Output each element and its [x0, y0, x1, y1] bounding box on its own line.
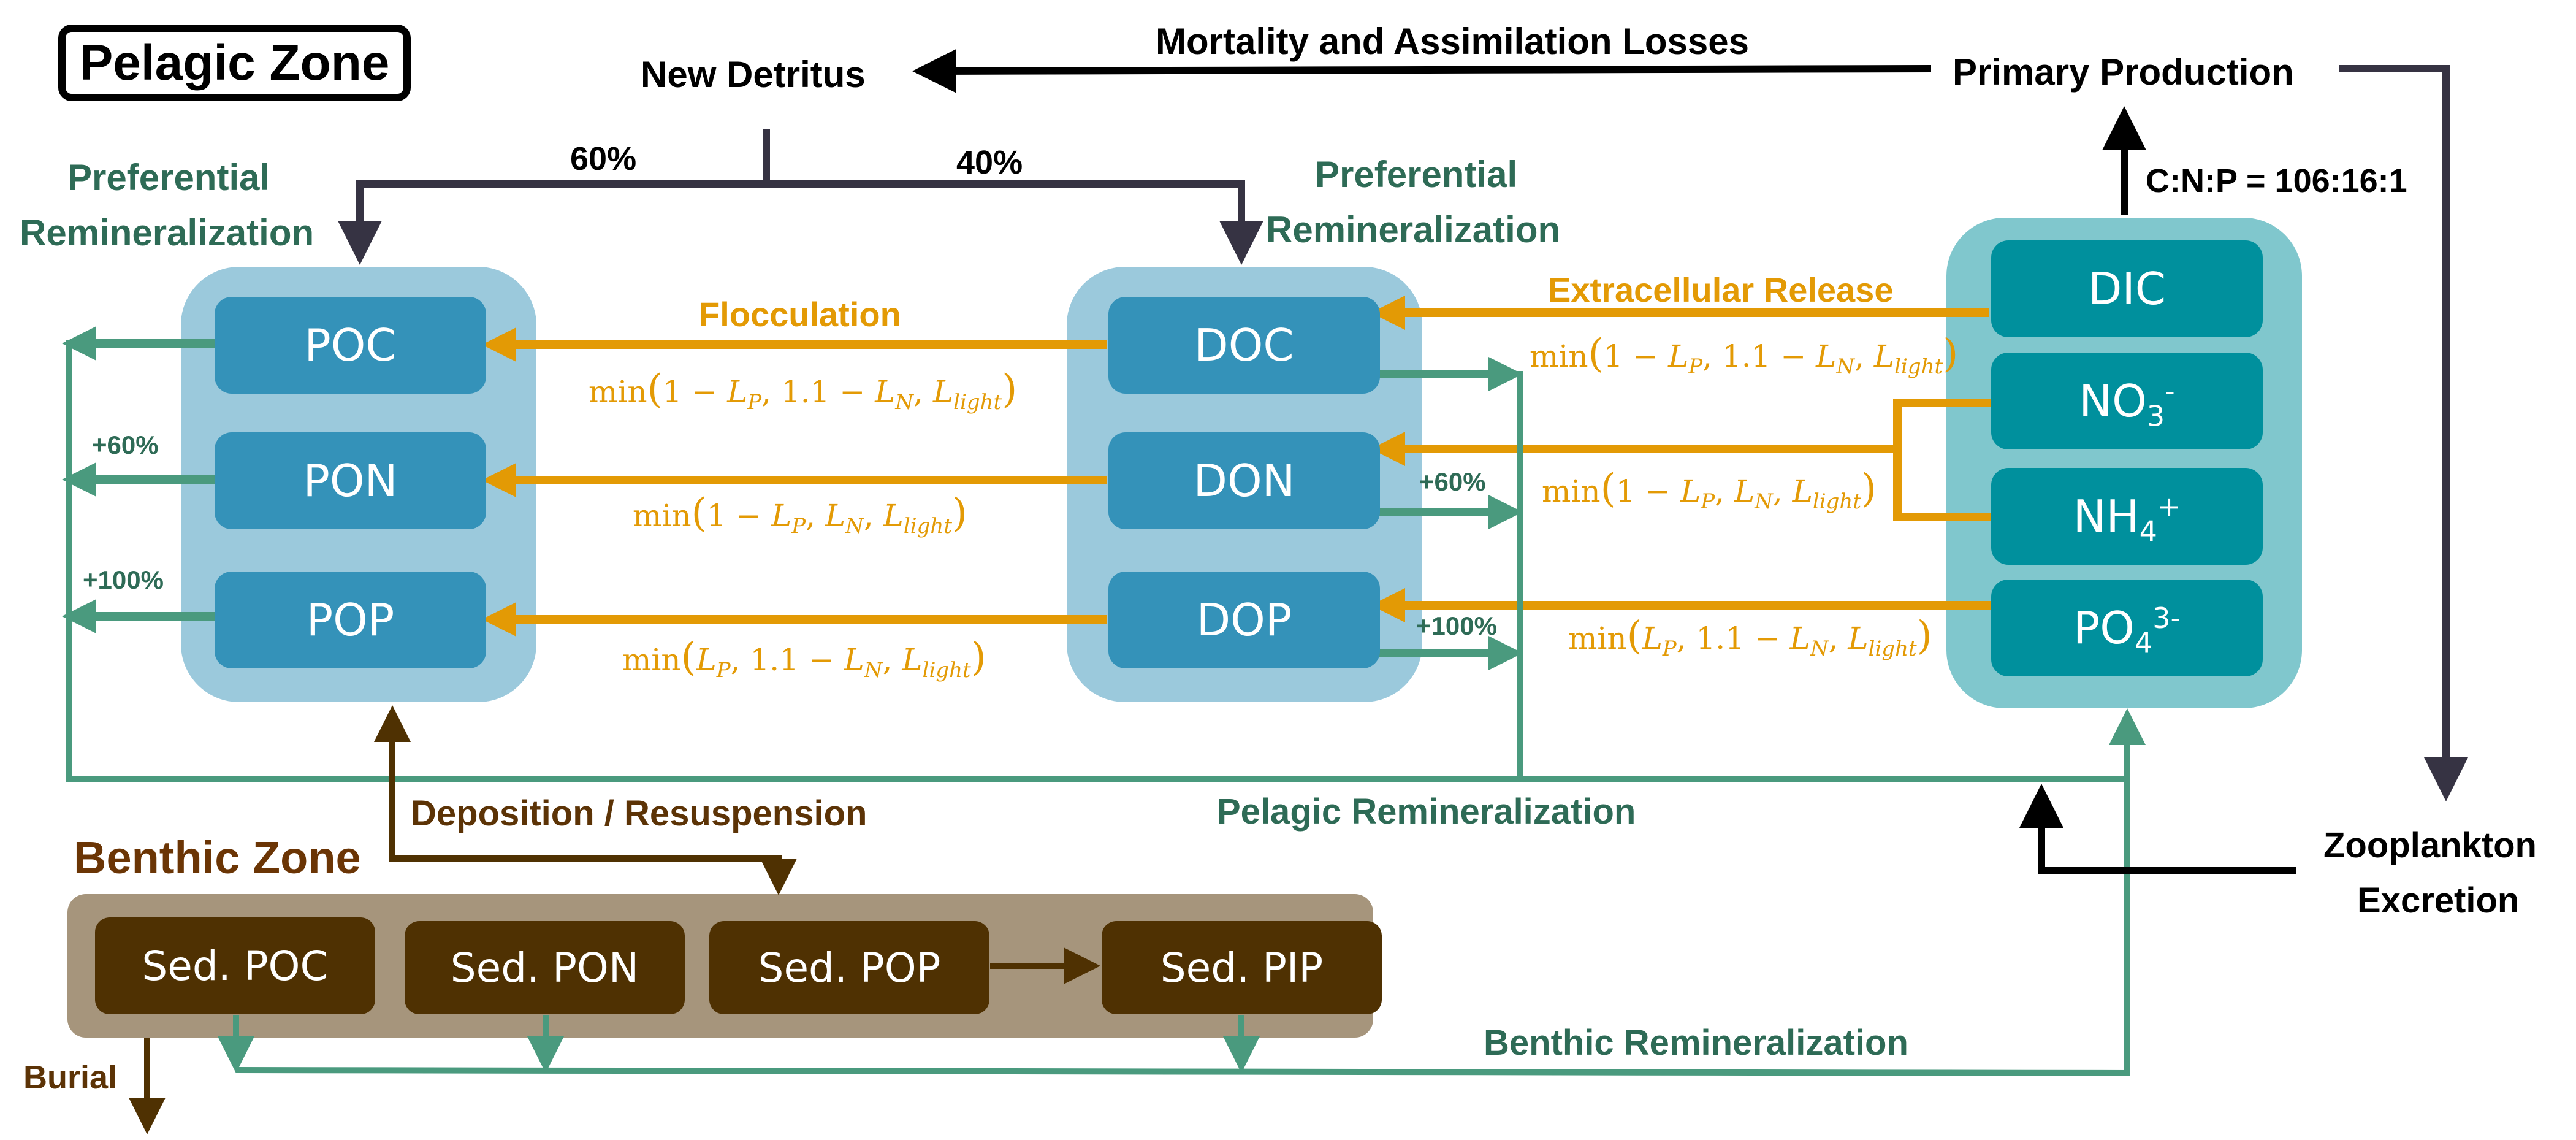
benthic-remin-line	[235, 708, 2146, 1077]
plus100-mid-label: +100%	[1416, 611, 1497, 640]
pref-remin-mid-line2: Remineralization	[1266, 209, 1561, 250]
pelagic-remin-label: Pelagic Remineralization	[1217, 792, 1636, 832]
sed-pip-box[interactable]: Sed. PIP	[1102, 921, 1382, 1014]
mortality-label: Mortality and Assimilation Losses	[1156, 21, 1749, 62]
plus100-left-label: +100%	[83, 565, 164, 594]
new-detritus-label: New Detritus	[641, 54, 866, 95]
pop-box[interactable]: POP	[215, 572, 486, 668]
doc-box[interactable]: DOC	[1108, 297, 1380, 394]
pon-box[interactable]: PON	[215, 432, 486, 529]
detritus-to-dissolved-arrow	[766, 180, 1263, 265]
no3-box[interactable]: NO3-	[1991, 353, 2263, 449]
zooplankton-label-line2: Excretion	[2357, 881, 2520, 920]
nh4-label: NH4+	[2073, 490, 2181, 548]
cnp-ratio-label: C:N:P = 106:16:1	[2146, 163, 2407, 199]
pelagic-zone-title: Pelagic Zone	[58, 25, 411, 101]
production-to-zooplankton-arrow	[2339, 65, 2468, 801]
zooplankton-excretion-arrow	[2019, 784, 2296, 874]
floc-c-formula: min(1 − LP, 1.1 − LN, Llight)	[589, 367, 1018, 415]
poc-box[interactable]: POC	[215, 297, 486, 394]
detritus-to-particulate-arrow	[338, 180, 766, 265]
benthic-zone-title: Benthic Zone	[74, 832, 361, 883]
deposition-label: Deposition / Resuspension	[411, 794, 867, 833]
benthic-remin-label: Benthic Remineralization	[1484, 1023, 1908, 1063]
pref-remin-left-line2: Remineralization	[20, 212, 314, 253]
pref-remin-left-line1: Preferential	[67, 157, 270, 198]
dop-box[interactable]: DOP	[1108, 572, 1380, 668]
mortality-arrow	[912, 48, 1932, 93]
nh4-box[interactable]: NH4+	[1991, 468, 2263, 565]
sed-pop-box[interactable]: Sed. POP	[709, 921, 989, 1014]
flocculation-label: Flocculation	[699, 295, 901, 334]
po4-box[interactable]: PO43-	[1991, 580, 2263, 676]
po4-label: PO43-	[2073, 602, 2181, 660]
split-left-label: 60%	[570, 140, 637, 177]
dic-box[interactable]: DIC	[1991, 240, 2263, 337]
extracellular-release-label: Extracellular Release	[1548, 270, 1894, 309]
plus60-left-label: +60%	[92, 430, 159, 459]
zooplankton-label-line1: Zooplankton	[2323, 825, 2537, 865]
no3-label: NO3-	[2079, 375, 2175, 433]
floc-p-formula: min(LP, 1.1 − LN, Llight)	[622, 635, 986, 683]
pelagic-remin-collector	[66, 340, 2130, 782]
plus60-mid-label: +60%	[1419, 467, 1486, 496]
floc-n-formula: min(1 − LP, LN, Llight)	[633, 491, 967, 538]
sed-poc-box[interactable]: Sed. POC	[95, 917, 375, 1014]
split-right-label: 40%	[956, 144, 1023, 181]
primary-production-label: Primary Production	[1953, 52, 2294, 93]
deposition-arrow	[389, 809, 797, 895]
don-box[interactable]: DON	[1108, 432, 1380, 529]
pref-remin-mid-line1: Preferential	[1315, 154, 1518, 195]
rel-p-formula: min(LP, 1.1 − LN, Llight)	[1568, 613, 1932, 661]
rel-c-formula: min(1 − LP, 1.1 − LN, Llight)	[1530, 331, 1959, 379]
sed-pon-box[interactable]: Sed. PON	[405, 921, 685, 1014]
release-n-bracket	[1893, 399, 1991, 521]
burial-label: Burial	[23, 1059, 118, 1096]
rel-n-formula: min(1 − LP, LN, Llight)	[1542, 466, 1877, 514]
